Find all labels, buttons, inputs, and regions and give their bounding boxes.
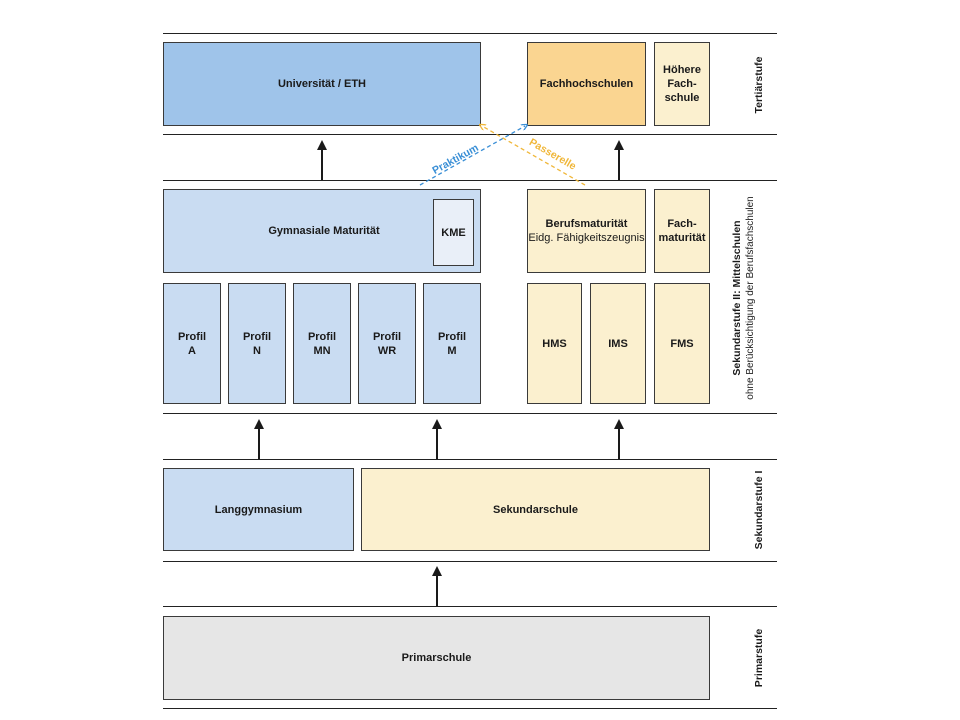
- band-line: [163, 180, 777, 181]
- profil-n-box: Profil N: [228, 283, 286, 404]
- gymnasiale-maturitaet-box: Gymnasiale Maturität: [163, 189, 481, 273]
- profil-label: Profil WR: [372, 330, 402, 357]
- faehigkeitszeugnis-label: Eidg. Fähigkeitszeugnis: [528, 232, 645, 244]
- band-line: [163, 413, 777, 414]
- praktikum-label: Praktikum: [430, 142, 480, 177]
- sekundarschule-label: Sekundarschule: [493, 503, 578, 516]
- passerelle-arrow: [482, 126, 586, 186]
- ims-box: IMS: [590, 283, 646, 404]
- profil-label: Profil N: [242, 330, 272, 357]
- fachmaturitaet-box: Fach- maturität: [654, 189, 710, 273]
- primarschule-label: Primarschule: [401, 652, 472, 664]
- fachmaturitaet-label: Fach- maturität: [658, 218, 706, 244]
- fachhochschulen-box: Fachhochschulen: [527, 42, 646, 126]
- profil-m-box: Profil M: [423, 283, 481, 404]
- langgymnasium-box: Langgymnasium: [163, 468, 354, 551]
- profil-label: Profil A: [177, 330, 207, 357]
- band-line: [163, 606, 777, 607]
- fms-label: FMS: [670, 337, 694, 350]
- primarschule-box: Primarschule: [163, 616, 710, 700]
- band-line: [163, 33, 777, 34]
- sekundarschule-box: Sekundarschule: [361, 468, 710, 551]
- band-line: [163, 561, 777, 562]
- fms-box: FMS: [654, 283, 710, 404]
- ims-label: IMS: [608, 337, 628, 350]
- profil-a-box: Profil A: [163, 283, 221, 404]
- profil-mn-box: Profil MN: [293, 283, 351, 404]
- hms-box: HMS: [527, 283, 582, 404]
- langgymnasium-label: Langgymnasium: [214, 503, 303, 516]
- universitaet-eth-label: Universität / ETH: [277, 78, 367, 90]
- universitaet-eth-box: Universität / ETH: [163, 42, 481, 126]
- band-line: [163, 134, 777, 135]
- kme-box: KME: [433, 199, 474, 266]
- profil-label: Profil MN: [307, 330, 337, 357]
- hoehere-fachschule-box: Höhere Fach- schule: [654, 42, 710, 126]
- fachhochschulen-label: Fachhochschulen: [539, 78, 634, 90]
- hoehere-fachschule-label: Höhere Fach- schule: [663, 64, 701, 104]
- passerelle-label: Passerelle: [527, 136, 578, 172]
- praktikum-arrow: [419, 126, 525, 186]
- hms-label: HMS: [542, 337, 567, 350]
- band-line: [163, 459, 777, 460]
- band-line: [163, 708, 777, 709]
- profil-label: Profil M: [437, 330, 467, 357]
- kme-label: KME: [441, 226, 466, 239]
- berufsmaturitaet-label: Berufsmaturität: [545, 218, 628, 230]
- profil-wr-box: Profil WR: [358, 283, 416, 404]
- berufsmaturitaet-box: Berufsmaturität Eidg. Fähigkeitszeugnis: [527, 189, 646, 273]
- gymnasiale-maturitaet-label: Gymnasiale Maturität: [268, 225, 380, 237]
